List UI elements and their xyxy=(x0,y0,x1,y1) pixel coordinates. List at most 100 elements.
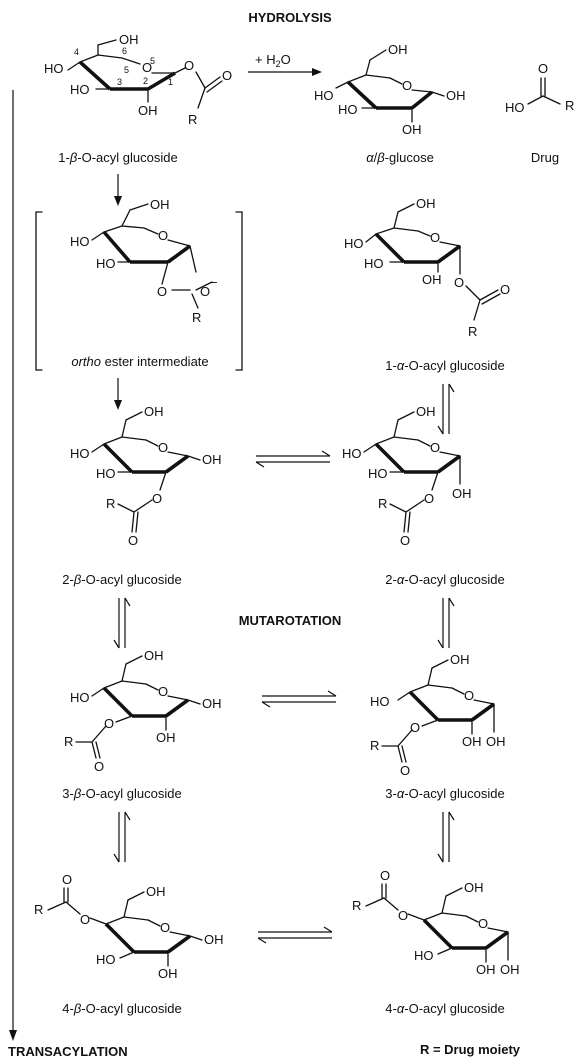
caption-1-alpha: 1-α-O-acyl glucoside xyxy=(385,358,504,373)
caption-1-beta: 1-β-O-acyl glucoside xyxy=(58,150,177,165)
svg-text:O: O xyxy=(410,720,420,735)
svg-text:O: O xyxy=(80,912,90,927)
svg-text:HO: HO xyxy=(70,82,90,97)
svg-text:R: R xyxy=(188,112,197,127)
equilibrium-3beta-3alpha xyxy=(261,690,337,708)
svg-text:6: 6 xyxy=(122,46,127,56)
equilibrium-2alpha-3alpha xyxy=(437,597,455,649)
caption-4-beta: 4-β-O-acyl glucoside xyxy=(62,1001,181,1016)
svg-text:O: O xyxy=(380,868,390,883)
structure-ortho-ester: OH O HO HO O O − R xyxy=(35,197,243,371)
svg-text:OH: OH xyxy=(119,32,139,47)
structure-drug-acid: O HO R xyxy=(505,61,574,115)
structure-3-alpha-acyl: OH O HO O OH OH R O xyxy=(370,652,506,778)
svg-text:O: O xyxy=(142,60,152,75)
svg-text:OH: OH xyxy=(464,880,484,895)
svg-text:O: O xyxy=(398,908,408,923)
water-reagent: + H2O xyxy=(255,52,291,69)
svg-text:OH: OH xyxy=(150,197,170,212)
svg-text:R: R xyxy=(370,738,379,753)
equilibrium-1alpha-2alpha xyxy=(437,383,455,435)
svg-text:HO: HO xyxy=(44,61,64,76)
svg-text:OH: OH xyxy=(388,42,408,57)
svg-text:HO: HO xyxy=(344,236,364,251)
caption-2-beta: 2-β-O-acyl glucoside xyxy=(62,572,181,587)
svg-text:OH: OH xyxy=(146,884,166,899)
caption-4-alpha: 4-α-O-acyl glucoside xyxy=(385,1001,504,1016)
svg-text:HO: HO xyxy=(70,446,90,461)
svg-text:O: O xyxy=(158,228,168,243)
svg-text:R: R xyxy=(192,310,201,325)
svg-text:2: 2 xyxy=(143,76,148,86)
svg-text:HO: HO xyxy=(70,234,90,249)
svg-text:OH: OH xyxy=(158,966,178,981)
heading-mutarotation: MUTAROTATION xyxy=(239,613,342,628)
caption-3-beta: 3-β-O-acyl glucoside xyxy=(62,786,181,801)
svg-text:OH: OH xyxy=(500,962,520,977)
svg-text:HO: HO xyxy=(96,256,116,271)
svg-text:O: O xyxy=(94,759,104,774)
svg-text:5: 5 xyxy=(124,65,129,75)
caption-glucose: α/β-glucose xyxy=(366,150,434,165)
svg-text:OH: OH xyxy=(446,88,466,103)
transacylation-arrowhead xyxy=(9,1030,17,1041)
svg-text:OH: OH xyxy=(452,486,472,501)
svg-text:R: R xyxy=(34,902,43,917)
svg-text:R: R xyxy=(352,898,361,913)
svg-text:O: O xyxy=(222,68,232,83)
structure-4-alpha-acyl: O R O OH O HO OH OH xyxy=(352,868,520,977)
caption-drug: Drug xyxy=(531,150,559,165)
structure-1-beta-acyl: OH O HO HO OH O O R 4 6 5 5 3 2 1 xyxy=(44,32,232,127)
svg-text:O: O xyxy=(430,230,440,245)
svg-text:OH: OH xyxy=(204,932,224,947)
equilibrium-3alpha-4alpha xyxy=(437,811,455,863)
svg-text:OH: OH xyxy=(144,404,164,419)
svg-text:O: O xyxy=(500,282,510,297)
svg-text:O: O xyxy=(400,763,410,778)
equilibrium-4beta-4alpha xyxy=(257,926,333,944)
svg-text:HO: HO xyxy=(96,952,116,967)
caption-3-alpha: 3-α-O-acyl glucoside xyxy=(385,786,504,801)
svg-text:O: O xyxy=(538,61,548,76)
equilibrium-2beta-2alpha xyxy=(255,450,331,468)
structure-glucose: OH O HO HO OH OH xyxy=(314,42,466,137)
svg-text:R: R xyxy=(64,734,73,749)
svg-text:O: O xyxy=(200,284,210,299)
svg-text:HO: HO xyxy=(338,102,358,117)
svg-text:O: O xyxy=(104,716,114,731)
r-definition: R = Drug moiety xyxy=(420,1042,521,1057)
svg-text:1: 1 xyxy=(168,77,173,87)
svg-text:O: O xyxy=(152,491,162,506)
svg-text:HO: HO xyxy=(370,694,390,709)
svg-text:O: O xyxy=(424,491,434,506)
svg-text:R: R xyxy=(565,98,574,113)
structure-4-beta-acyl: O R O OH O HO OH OH xyxy=(34,872,224,981)
svg-text:HO: HO xyxy=(368,466,388,481)
svg-text:−: − xyxy=(210,275,218,290)
hydrolysis-arrowhead xyxy=(312,68,322,76)
svg-text:HO: HO xyxy=(414,948,434,963)
structure-2-alpha-acyl: OH O HO HO O OH R O xyxy=(342,404,472,548)
svg-text:OH: OH xyxy=(144,648,164,663)
svg-text:HO: HO xyxy=(505,100,525,115)
equilibrium-2beta-3beta xyxy=(113,597,131,649)
svg-text:OH: OH xyxy=(416,196,436,211)
svg-text:OH: OH xyxy=(476,962,496,977)
structure-1-alpha-acyl: OH O HO HO OH O O R xyxy=(344,196,510,339)
structure-3-beta-acyl: OH O HO O OH OH R O xyxy=(64,648,222,774)
svg-text:O: O xyxy=(430,440,440,455)
svg-text:O: O xyxy=(478,916,488,931)
svg-text:OH: OH xyxy=(462,734,482,749)
svg-text:HO: HO xyxy=(364,256,384,271)
svg-text:O: O xyxy=(158,440,168,455)
svg-text:O: O xyxy=(128,533,138,548)
svg-text:OH: OH xyxy=(156,730,176,745)
svg-text:O: O xyxy=(402,78,412,93)
svg-text:OH: OH xyxy=(138,103,158,118)
svg-text:4: 4 xyxy=(74,47,79,57)
caption-2-alpha: 2-α-O-acyl glucoside xyxy=(385,572,504,587)
svg-text:OH: OH xyxy=(202,452,222,467)
svg-text:O: O xyxy=(464,688,474,703)
structure-2-beta-acyl: OH O HO HO O OH R O xyxy=(70,404,222,548)
